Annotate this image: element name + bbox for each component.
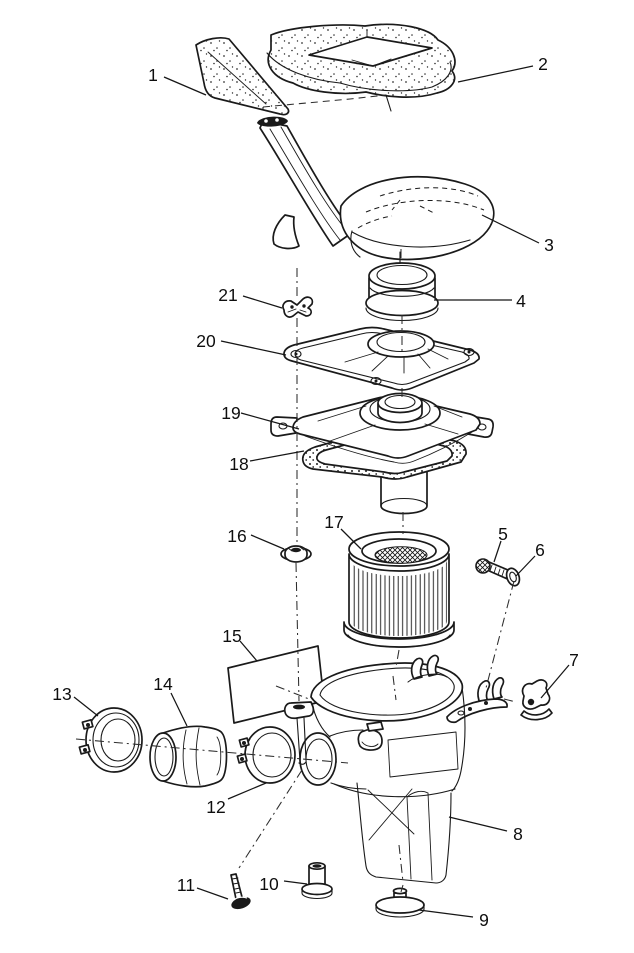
part-2-foam-seal bbox=[266, 23, 456, 98]
leader-14 bbox=[170, 692, 188, 727]
callout-8-label: 8 bbox=[513, 824, 523, 844]
leader-13 bbox=[73, 696, 99, 717]
part-21-clip bbox=[282, 296, 314, 318]
part-13-clamp bbox=[78, 707, 143, 773]
part-9-drain-valve bbox=[375, 887, 425, 918]
callout-18-label: 18 bbox=[229, 454, 248, 474]
callout-19-label: 19 bbox=[221, 403, 240, 423]
leader-3 bbox=[481, 214, 540, 244]
part-14-boot bbox=[149, 725, 228, 788]
callout-16-label: 16 bbox=[227, 526, 246, 546]
callout-labels: 1 2 3 4 5 6 7 8 9 10 11 12 13 14 15 16 1… bbox=[52, 54, 579, 930]
callout-7-label: 7 bbox=[569, 650, 579, 670]
leader-1 bbox=[163, 76, 207, 96]
part-12-clamp bbox=[236, 726, 296, 784]
callout-3-label: 3 bbox=[544, 235, 554, 255]
leader-6 bbox=[515, 555, 536, 577]
leader-16 bbox=[250, 534, 285, 550]
callout-9-label: 9 bbox=[479, 910, 489, 930]
part-7-bracket bbox=[520, 679, 553, 721]
part-1-cover-flap bbox=[195, 36, 290, 116]
part-16-nut bbox=[280, 545, 312, 563]
leader-15 bbox=[239, 640, 258, 662]
callout-1-label: 1 bbox=[148, 65, 158, 85]
callout-11-label: 11 bbox=[177, 875, 195, 895]
part-3-seat bbox=[257, 116, 495, 266]
part-8-airbox-body bbox=[299, 654, 508, 884]
callout-10-label: 10 bbox=[259, 874, 279, 894]
leader-12 bbox=[227, 782, 267, 800]
leader-lines bbox=[73, 65, 570, 918]
leader-5 bbox=[493, 540, 502, 563]
part-19-filter-housing-cover bbox=[270, 392, 494, 464]
leader-19 bbox=[240, 412, 300, 430]
leader-10 bbox=[283, 880, 308, 885]
part-11-screw bbox=[230, 873, 251, 910]
leader-18 bbox=[249, 450, 305, 462]
callout-21-label: 21 bbox=[218, 285, 237, 305]
callout-2-label: 2 bbox=[538, 54, 548, 74]
center-axes bbox=[75, 249, 517, 893]
leader-11 bbox=[196, 887, 229, 900]
leader-8 bbox=[448, 816, 508, 832]
callout-6-label: 6 bbox=[535, 540, 545, 560]
part-6-washer bbox=[505, 567, 521, 587]
leader-2 bbox=[457, 65, 534, 83]
leader-17 bbox=[340, 528, 362, 550]
leader-20 bbox=[220, 340, 287, 356]
alignment-dash-line bbox=[262, 94, 387, 108]
leader-7 bbox=[540, 664, 570, 699]
part-4-intake-boot bbox=[365, 262, 439, 322]
ear-bolt-shaft bbox=[296, 717, 307, 765]
alignment-dash-end bbox=[385, 94, 392, 112]
callout-4-label: 4 bbox=[516, 291, 526, 311]
callout-5-label: 5 bbox=[498, 524, 508, 544]
callout-14-label: 14 bbox=[153, 674, 173, 694]
callout-20-label: 20 bbox=[196, 331, 216, 351]
part-17-air-filter bbox=[343, 531, 455, 648]
leader-9 bbox=[418, 909, 474, 918]
airbox-lid-bolt-ear bbox=[283, 701, 315, 765]
callout-12-label: 12 bbox=[206, 797, 225, 817]
leader-21 bbox=[242, 295, 283, 309]
callout-13-label: 13 bbox=[52, 684, 71, 704]
part-20-adapter-plate bbox=[283, 326, 480, 391]
callout-15-label: 15 bbox=[222, 626, 241, 646]
callout-17-label: 17 bbox=[324, 512, 343, 532]
part-10-plug bbox=[301, 861, 333, 900]
